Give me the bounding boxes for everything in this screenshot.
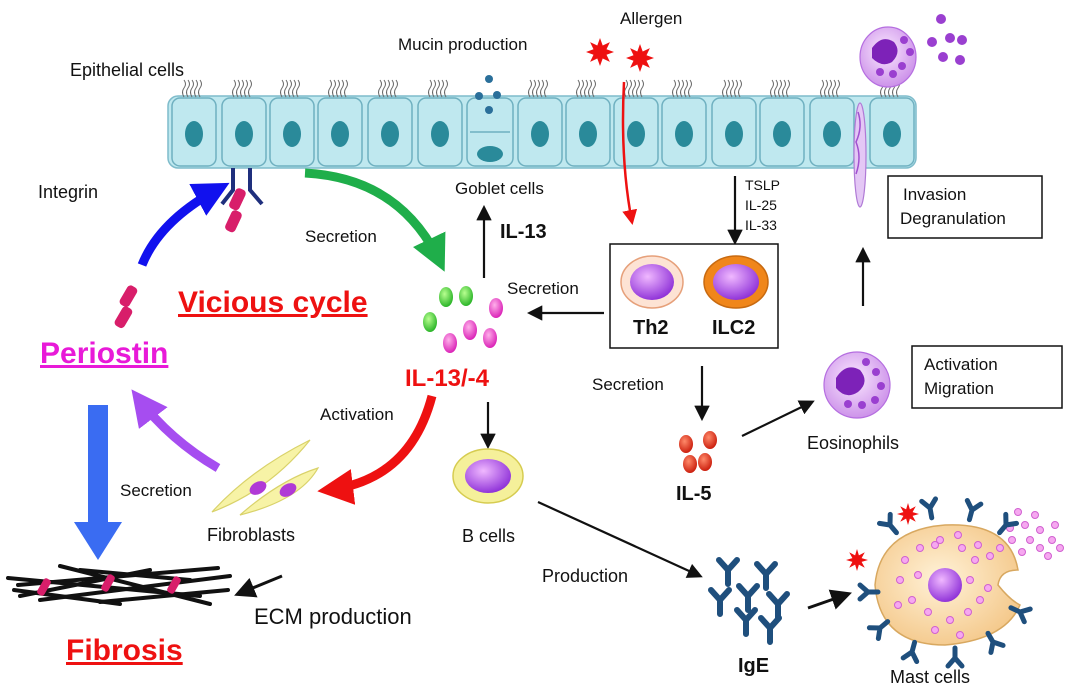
- eosinophil-cell: [823, 351, 891, 419]
- epithelial-cell: [367, 79, 413, 167]
- ige-antibody: [758, 615, 782, 645]
- epithelial-cell: [565, 79, 611, 167]
- ecm-periostin: [37, 574, 181, 596]
- ige-antibody: [716, 557, 740, 587]
- epithelial-cell: [171, 79, 217, 167]
- th2-label: Th2: [633, 317, 669, 339]
- secretion-th2-label: Secretion: [507, 279, 579, 298]
- vicious-cycle-label: Vicious cycle: [178, 286, 368, 319]
- production-label: Production: [542, 566, 628, 586]
- ige-antibodies: [708, 557, 790, 645]
- il13-4-label: IL-13/-4: [405, 365, 490, 392]
- activation-migration-box: [911, 345, 1063, 409]
- mast-cell: [846, 496, 1064, 669]
- secretion-epi-label: Secretion: [305, 227, 377, 246]
- il5-label: IL-5: [676, 483, 712, 505]
- epithelial-cell: [809, 79, 855, 167]
- allergen-icons: [586, 38, 654, 72]
- ige-antibody: [736, 583, 760, 613]
- ige-antibody: [766, 591, 790, 621]
- invasion-label: Invasion: [903, 185, 966, 204]
- epithelial-cell: [517, 79, 563, 167]
- mucin-granules: [475, 75, 501, 114]
- b-cells-label: B cells: [462, 526, 515, 546]
- degranulation-label: Degranulation: [900, 209, 1006, 228]
- epithelial-cell: [759, 79, 805, 167]
- activation-migration-label-2: Migration: [924, 379, 994, 398]
- b-cell: [452, 448, 524, 504]
- il5-cytokines: [679, 431, 717, 473]
- goblet-cells-label: Goblet cells: [455, 179, 544, 198]
- allergen-to-th2-arrow: [621, 81, 638, 225]
- epithelial-layer: [167, 75, 917, 208]
- th2-cell: [620, 255, 684, 309]
- il25-label: IL-25: [745, 197, 777, 213]
- epithelial-cell: [711, 79, 757, 167]
- secretion-il5-label: Secretion: [592, 375, 664, 394]
- periostin-to-integrin-arrow: [137, 182, 230, 267]
- epithelial-cell: [613, 79, 659, 167]
- allergen-label: Allergen: [620, 9, 682, 28]
- il13-label: IL-13: [500, 221, 547, 243]
- il33-label: IL-33: [745, 217, 777, 233]
- invading-eosinophil: [853, 102, 867, 208]
- ecm-production-arrow: [234, 574, 283, 598]
- ige-antibody: [734, 607, 758, 637]
- goblet-cell: [466, 97, 514, 167]
- epithelial-cell-row: [171, 79, 915, 167]
- eosinophil-top-icon: [859, 14, 967, 88]
- activation-fibro-label: Activation: [320, 405, 394, 424]
- mast-cells-label: Mast cells: [890, 667, 970, 687]
- secretion-fibro-label: Secretion: [120, 481, 192, 500]
- ige-to-mast-arrow: [807, 589, 852, 610]
- periostin-bound-icon: [225, 188, 246, 233]
- periostin-icon: [114, 285, 138, 329]
- fibrosis-arrow: [74, 405, 122, 560]
- fibroblast-to-periostin-arrow: [131, 389, 221, 472]
- ilc2-cell: [703, 255, 769, 309]
- epithelial-cell: [269, 79, 315, 167]
- epithelial-cell: [317, 79, 363, 167]
- mucin-production-label: Mucin production: [398, 35, 527, 54]
- green-secretion-arrow: [304, 168, 446, 272]
- activation-fibro-arrow: [317, 394, 437, 505]
- ige-label: IgE: [738, 655, 769, 677]
- epithelial-cell: [869, 79, 915, 167]
- integrin-label: Integrin: [38, 182, 98, 202]
- invasion-degranulation-box: [887, 175, 1043, 239]
- ecm-production-label: ECM production: [254, 604, 412, 629]
- epithelial-cell: [417, 79, 463, 167]
- ilc2-label: ILC2: [712, 317, 755, 339]
- epithelial-cell: [221, 79, 267, 167]
- tslp-label: TSLP: [745, 177, 780, 193]
- fibrosis-label: Fibrosis: [66, 634, 183, 667]
- il5-to-eosinophil-arrow: [741, 400, 815, 437]
- activation-migration-label-1: Activation: [924, 355, 998, 374]
- il13-il4-cytokines: [423, 286, 503, 353]
- epithelial-cell: [661, 79, 707, 167]
- fibroblast-cells: [211, 439, 320, 516]
- periostin-label: Periostin: [40, 337, 168, 370]
- ige-antibody: [708, 587, 732, 617]
- fibroblasts-label: Fibroblasts: [207, 525, 295, 545]
- epithelial-cells-label: Epithelial cells: [70, 60, 184, 80]
- ige-antibody: [754, 561, 778, 591]
- eosinophils-label: Eosinophils: [807, 433, 899, 453]
- production-arrow: [537, 500, 703, 578]
